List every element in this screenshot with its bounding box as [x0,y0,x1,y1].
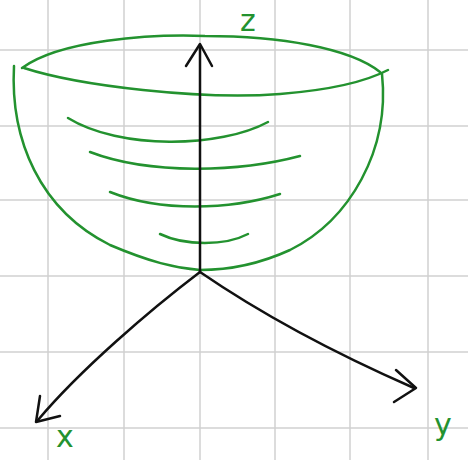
x-axis-label: x [56,422,74,452]
axes [36,44,416,422]
z-axis-label: z [240,6,256,36]
y-axis-label: y [434,410,452,440]
